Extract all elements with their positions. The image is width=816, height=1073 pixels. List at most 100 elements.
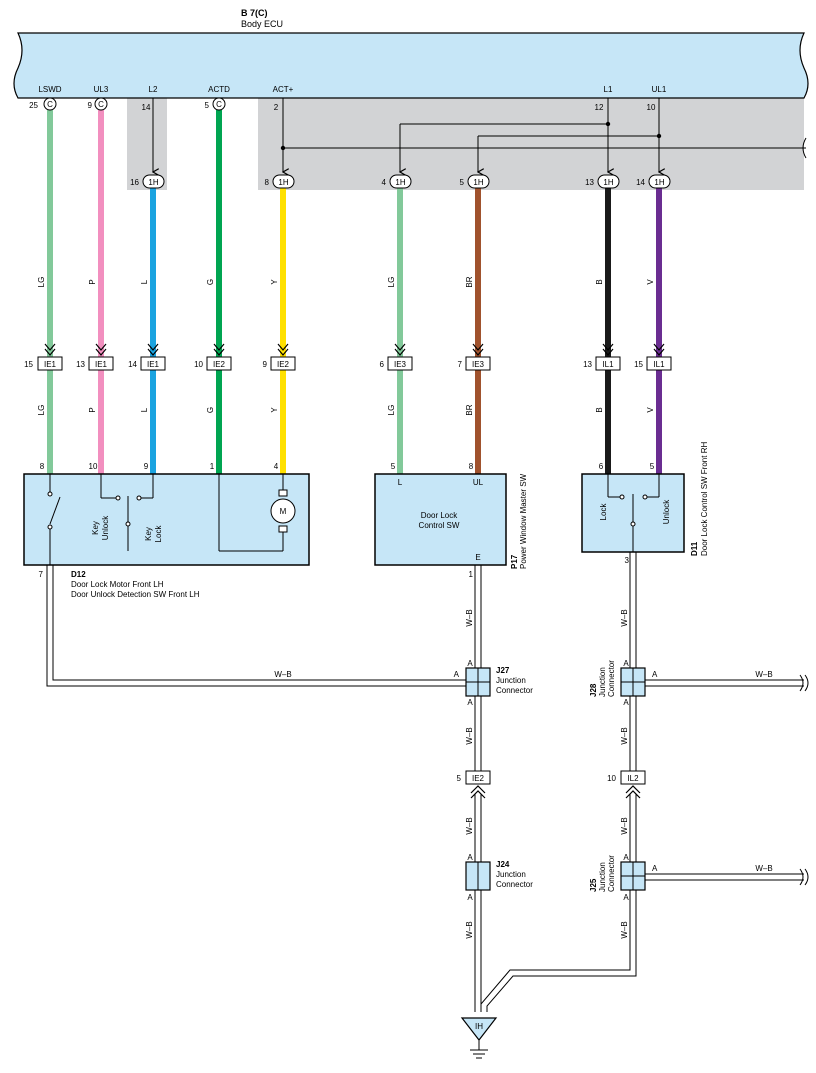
svg-text:Junction: Junction [496, 676, 526, 685]
p17-code: P17 [510, 554, 519, 569]
svg-text:8: 8 [40, 462, 45, 471]
d12-line2: Door Unlock Detection SW Front LH [71, 590, 200, 599]
svg-text:Connector: Connector [607, 660, 616, 697]
jc-1h-ul1: 1H 14 [636, 174, 671, 189]
svg-text:G: G [206, 407, 215, 413]
jc-1h-l2: 1H 16 [130, 174, 165, 189]
ground-point: IH [460, 1017, 498, 1059]
svg-text:W–B: W–B [755, 864, 772, 873]
svg-text:W–B: W–B [620, 727, 629, 744]
d12-key-unlock-1: Key [91, 521, 100, 535]
svg-text:8: 8 [265, 178, 270, 187]
svg-text:LG: LG [37, 405, 46, 416]
ecu-pin-label-actd: ACTD [208, 85, 230, 94]
p17-ground-pin: 1 [469, 570, 474, 579]
colored-wires [47, 110, 662, 474]
svg-text:15: 15 [24, 360, 33, 369]
svg-text:1H: 1H [395, 178, 405, 187]
svg-text:Y: Y [270, 279, 279, 285]
svg-text:IE1: IE1 [95, 360, 108, 369]
svg-text:W–B: W–B [465, 817, 474, 834]
d11-name: Door Lock Control SW Front RH [700, 442, 709, 556]
junction-1h-row: 1H 16 1H 8 1H 4 1H 5 1H 13 1H 14 [130, 174, 671, 189]
ecu-name: Body ECU [241, 19, 283, 29]
svg-text:1H: 1H [473, 178, 483, 187]
svg-text:A: A [623, 893, 629, 902]
svg-text:15: 15 [634, 360, 643, 369]
svg-text:A: A [652, 864, 658, 873]
ecu-pin-num-l1: 12 [595, 103, 604, 112]
svg-text:13: 13 [583, 360, 592, 369]
svg-text:5: 5 [391, 462, 396, 471]
svg-text:13: 13 [76, 360, 85, 369]
ecu-connector-c: C C C [43, 97, 226, 111]
d11-unlock: Unlock [662, 499, 671, 524]
ecu-pin-num-lswd: 25 [29, 101, 38, 110]
junction-j24: A A J24 Junction Connector [465, 853, 533, 902]
svg-text:14: 14 [636, 178, 645, 187]
ground-point-label: IH [475, 1022, 483, 1031]
p17-term-ul: UL [473, 478, 484, 487]
ic-ie2-actd: IE2 10 [194, 356, 232, 371]
svg-text:5: 5 [457, 774, 462, 783]
ic-ie3-lg2: IE3 6 [380, 356, 413, 371]
svg-text:G: G [206, 279, 215, 285]
junction-j28: A A A J28 Junction Connector [589, 659, 658, 707]
inline-connector-chevrons [44, 343, 665, 356]
svg-text:IL2: IL2 [627, 774, 639, 783]
d12-line1: Door Lock Motor Front LH [71, 580, 164, 589]
svg-text:8: 8 [469, 462, 474, 471]
ecu-pin-label-lswd: LSWD [38, 85, 61, 94]
svg-text:4: 4 [274, 462, 279, 471]
svg-text:IE2: IE2 [213, 360, 226, 369]
svg-text:IE3: IE3 [394, 360, 407, 369]
svg-text:BR: BR [465, 404, 474, 415]
ground-break-marks [799, 674, 809, 886]
svg-text:6: 6 [599, 462, 604, 471]
svg-text:V: V [646, 279, 655, 285]
d11-lock: Lock [599, 503, 608, 521]
ecu-pin-label-ul3: UL3 [94, 85, 109, 94]
jc-1h-lg2: 1H 4 [382, 174, 412, 189]
wire-labels-upper: LG P L G Y LG BR B V [37, 276, 655, 287]
svg-text:Junction: Junction [496, 870, 526, 879]
ic-ie1-ul3: IE1 13 [76, 356, 114, 371]
shade-region-right [258, 98, 804, 190]
ic-ie1-lswd: IE1 15 [24, 356, 63, 371]
shade-region-l2 [127, 98, 167, 190]
svg-text:7: 7 [458, 360, 463, 369]
svg-text:Connector: Connector [496, 686, 533, 695]
ecu-pin-num-ul3: 9 [88, 101, 93, 110]
svg-text:A: A [467, 698, 473, 707]
ecu-pin-label-actp: ACT+ [273, 85, 294, 94]
ic-il1-l1: IL1 13 [583, 356, 621, 371]
svg-text:P: P [88, 407, 97, 412]
p17-term-l: L [398, 478, 403, 487]
svg-text:W–B: W–B [465, 921, 474, 938]
svg-text:W–B: W–B [274, 670, 291, 679]
j25-code: J25 [589, 878, 598, 892]
svg-text:LG: LG [387, 277, 396, 288]
d12-key-lock-1: Key [144, 527, 153, 541]
svg-text:A: A [454, 670, 460, 679]
junction-j25: A A A J25 Junction Connector [589, 853, 658, 902]
d11-ground-pin: 3 [625, 556, 630, 565]
ecu-pin-label-l2: L2 [149, 85, 158, 94]
d12-code: D12 [71, 570, 86, 579]
svg-text:1H: 1H [603, 178, 613, 187]
svg-text:W–B: W–B [465, 609, 474, 626]
svg-text:13: 13 [585, 178, 594, 187]
j27-code: J27 [496, 666, 510, 675]
svg-text:16: 16 [130, 178, 139, 187]
p17-body-2: Control SW [419, 521, 460, 530]
ic-il1-ul1: IL1 15 [634, 356, 672, 371]
svg-text:A: A [652, 670, 658, 679]
svg-text:V: V [646, 407, 655, 413]
svg-text:LG: LG [387, 405, 396, 416]
ecu-pin-num-actp: 2 [274, 103, 279, 112]
ic-ie3-br: IE3 7 [458, 356, 491, 371]
ecu-conn-c-lswd: C [47, 100, 53, 109]
j24-code: J24 [496, 860, 510, 869]
svg-text:IE2: IE2 [472, 774, 485, 783]
component-p17: L UL Door Lock Control SW E P17 Power Wi… [374, 473, 528, 579]
